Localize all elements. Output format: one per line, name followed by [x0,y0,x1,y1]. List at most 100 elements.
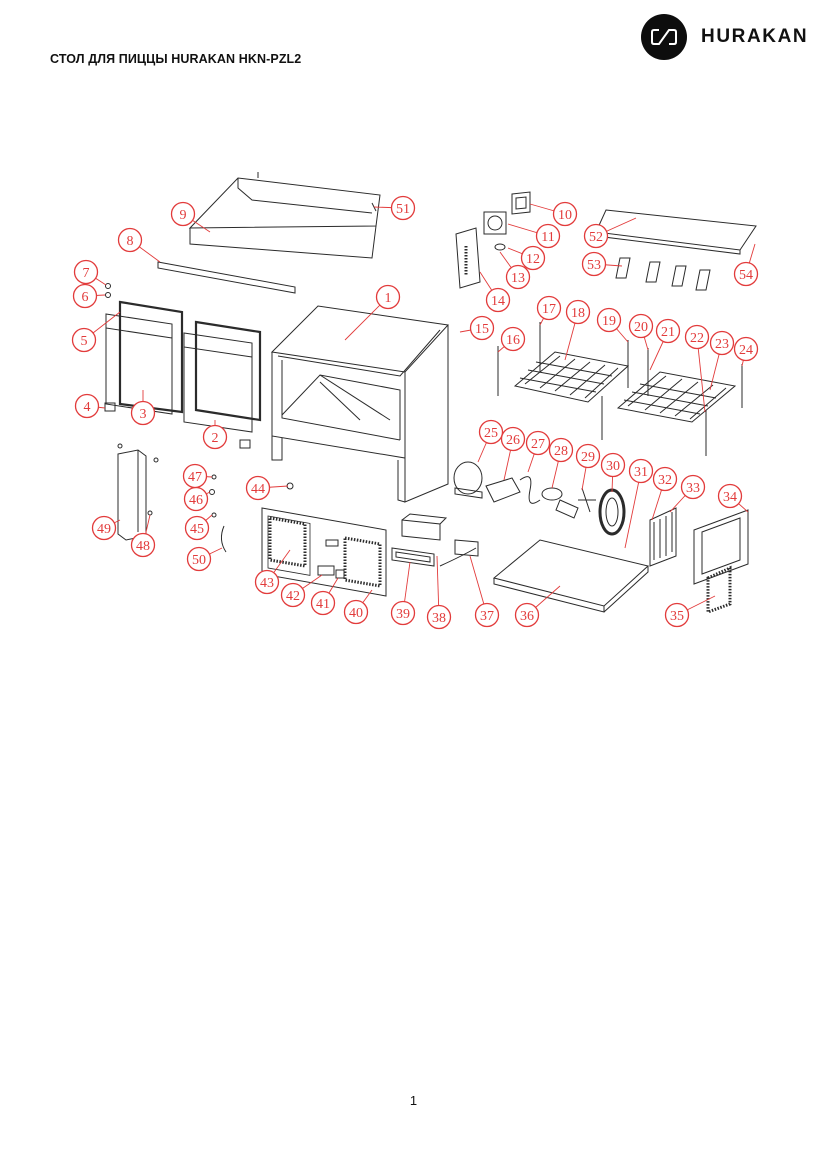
callout-number: 33 [686,481,700,496]
callout-12: 12 [520,245,546,271]
callout-25: 25 [478,419,504,445]
callout-number: 8 [127,234,134,249]
callout-35: 35 [664,602,690,628]
callout-54: 54 [733,261,759,287]
callout-number: 20 [634,320,648,335]
page-number: 1 [409,1093,418,1108]
callout-48: 48 [130,532,156,558]
part-top-cover [188,172,381,259]
callout-32: 32 [652,466,678,492]
callout-number: 34 [723,490,737,505]
callout-16: 16 [500,326,526,352]
callout-circle [655,318,681,344]
callout-number: 36 [520,609,534,624]
callout-number: 19 [602,314,616,329]
callout-number: 30 [606,459,620,474]
callout-number: 18 [571,306,585,321]
callout-number: 44 [251,482,265,497]
callout-circle [525,430,551,456]
callout-circle [170,201,196,227]
callout-30: 30 [600,452,626,478]
callout-circle [500,426,526,452]
callout-23: 23 [709,330,735,356]
callout-number: 12 [526,252,540,267]
callout-number: 6 [82,290,89,305]
callout-number: 46 [189,493,203,508]
callout-number: 24 [739,343,753,358]
callout-8: 8 [117,227,143,253]
callout-number: 28 [554,444,568,459]
callout-49: 49 [91,515,117,541]
part-front-panel [261,507,387,597]
callout-number: 38 [432,611,446,626]
callout-circle [536,295,562,321]
callout-43: 43 [254,569,280,595]
callout-number: 23 [715,337,729,352]
callout-5: 5 [71,327,97,353]
callout-31: 31 [628,458,654,484]
callout-circle [202,424,228,450]
callout-circle [600,452,626,478]
callout-number: 47 [188,470,202,485]
callout-number: 15 [475,322,489,337]
callout-circle [310,590,336,616]
callout-circle [130,532,156,558]
callout-number: 1 [385,291,392,306]
callout-51: 51 [390,195,416,221]
callout-number: 9 [180,208,187,223]
callout-number: 4 [84,400,91,415]
callout-26: 26 [500,426,526,452]
callout-number: 54 [739,268,753,283]
callout-circle [280,582,306,608]
callout-circle [583,223,609,249]
callout-6: 6 [72,283,98,309]
callout-number: 32 [658,473,672,488]
callout-2: 2 [202,424,228,450]
part-front-strip [157,261,296,294]
callout-15: 15 [469,315,495,341]
callout-28: 28 [548,437,574,463]
callout-47: 47 [182,463,208,489]
callout-circle [684,324,710,350]
callout-number: 11 [541,230,554,245]
callout-circle [184,515,210,541]
callout-circle [130,400,156,426]
part-door-right [183,320,262,433]
brand-logo: HURAKAN [641,14,808,60]
callout-41: 41 [310,590,336,616]
callout-number: 35 [670,609,684,624]
callout-circle [245,475,271,501]
callout-number: 27 [531,437,545,452]
document-title: СТОЛ ДЛЯ ПИЦЦЫ HURAKAN HKN-PZL2 [50,52,302,66]
callout-17: 17 [536,295,562,321]
callout-number: 37 [480,609,494,624]
callout-42: 42 [280,582,306,608]
callout-52: 52 [583,223,609,249]
callout-circle [71,327,97,353]
callout-number: 21 [661,325,675,340]
callout-13: 13 [505,264,531,290]
callout-29: 29 [575,443,601,469]
callout-circle [717,483,743,509]
callout-number: 51 [396,202,410,217]
callout-50: 50 [186,546,212,572]
callout-number: 22 [690,331,704,346]
callout-53: 53 [581,251,607,277]
callout-number: 3 [140,407,147,422]
callout-45: 45 [184,515,210,541]
callout-circle [514,602,540,628]
callout-number: 7 [83,266,90,281]
callout-circle [469,315,495,341]
callout-circle [709,330,735,356]
callout-4: 4 [74,393,100,419]
callout-circle [375,284,401,310]
callout-circle [505,264,531,290]
callout-circle [596,307,622,333]
callout-circle [535,223,561,249]
callout-circle [182,463,208,489]
callout-circle [390,195,416,221]
callout-circle [390,600,416,626]
part-base-plate [492,539,650,613]
logo-mark-icon [641,14,687,60]
callout-number: 29 [581,450,595,465]
